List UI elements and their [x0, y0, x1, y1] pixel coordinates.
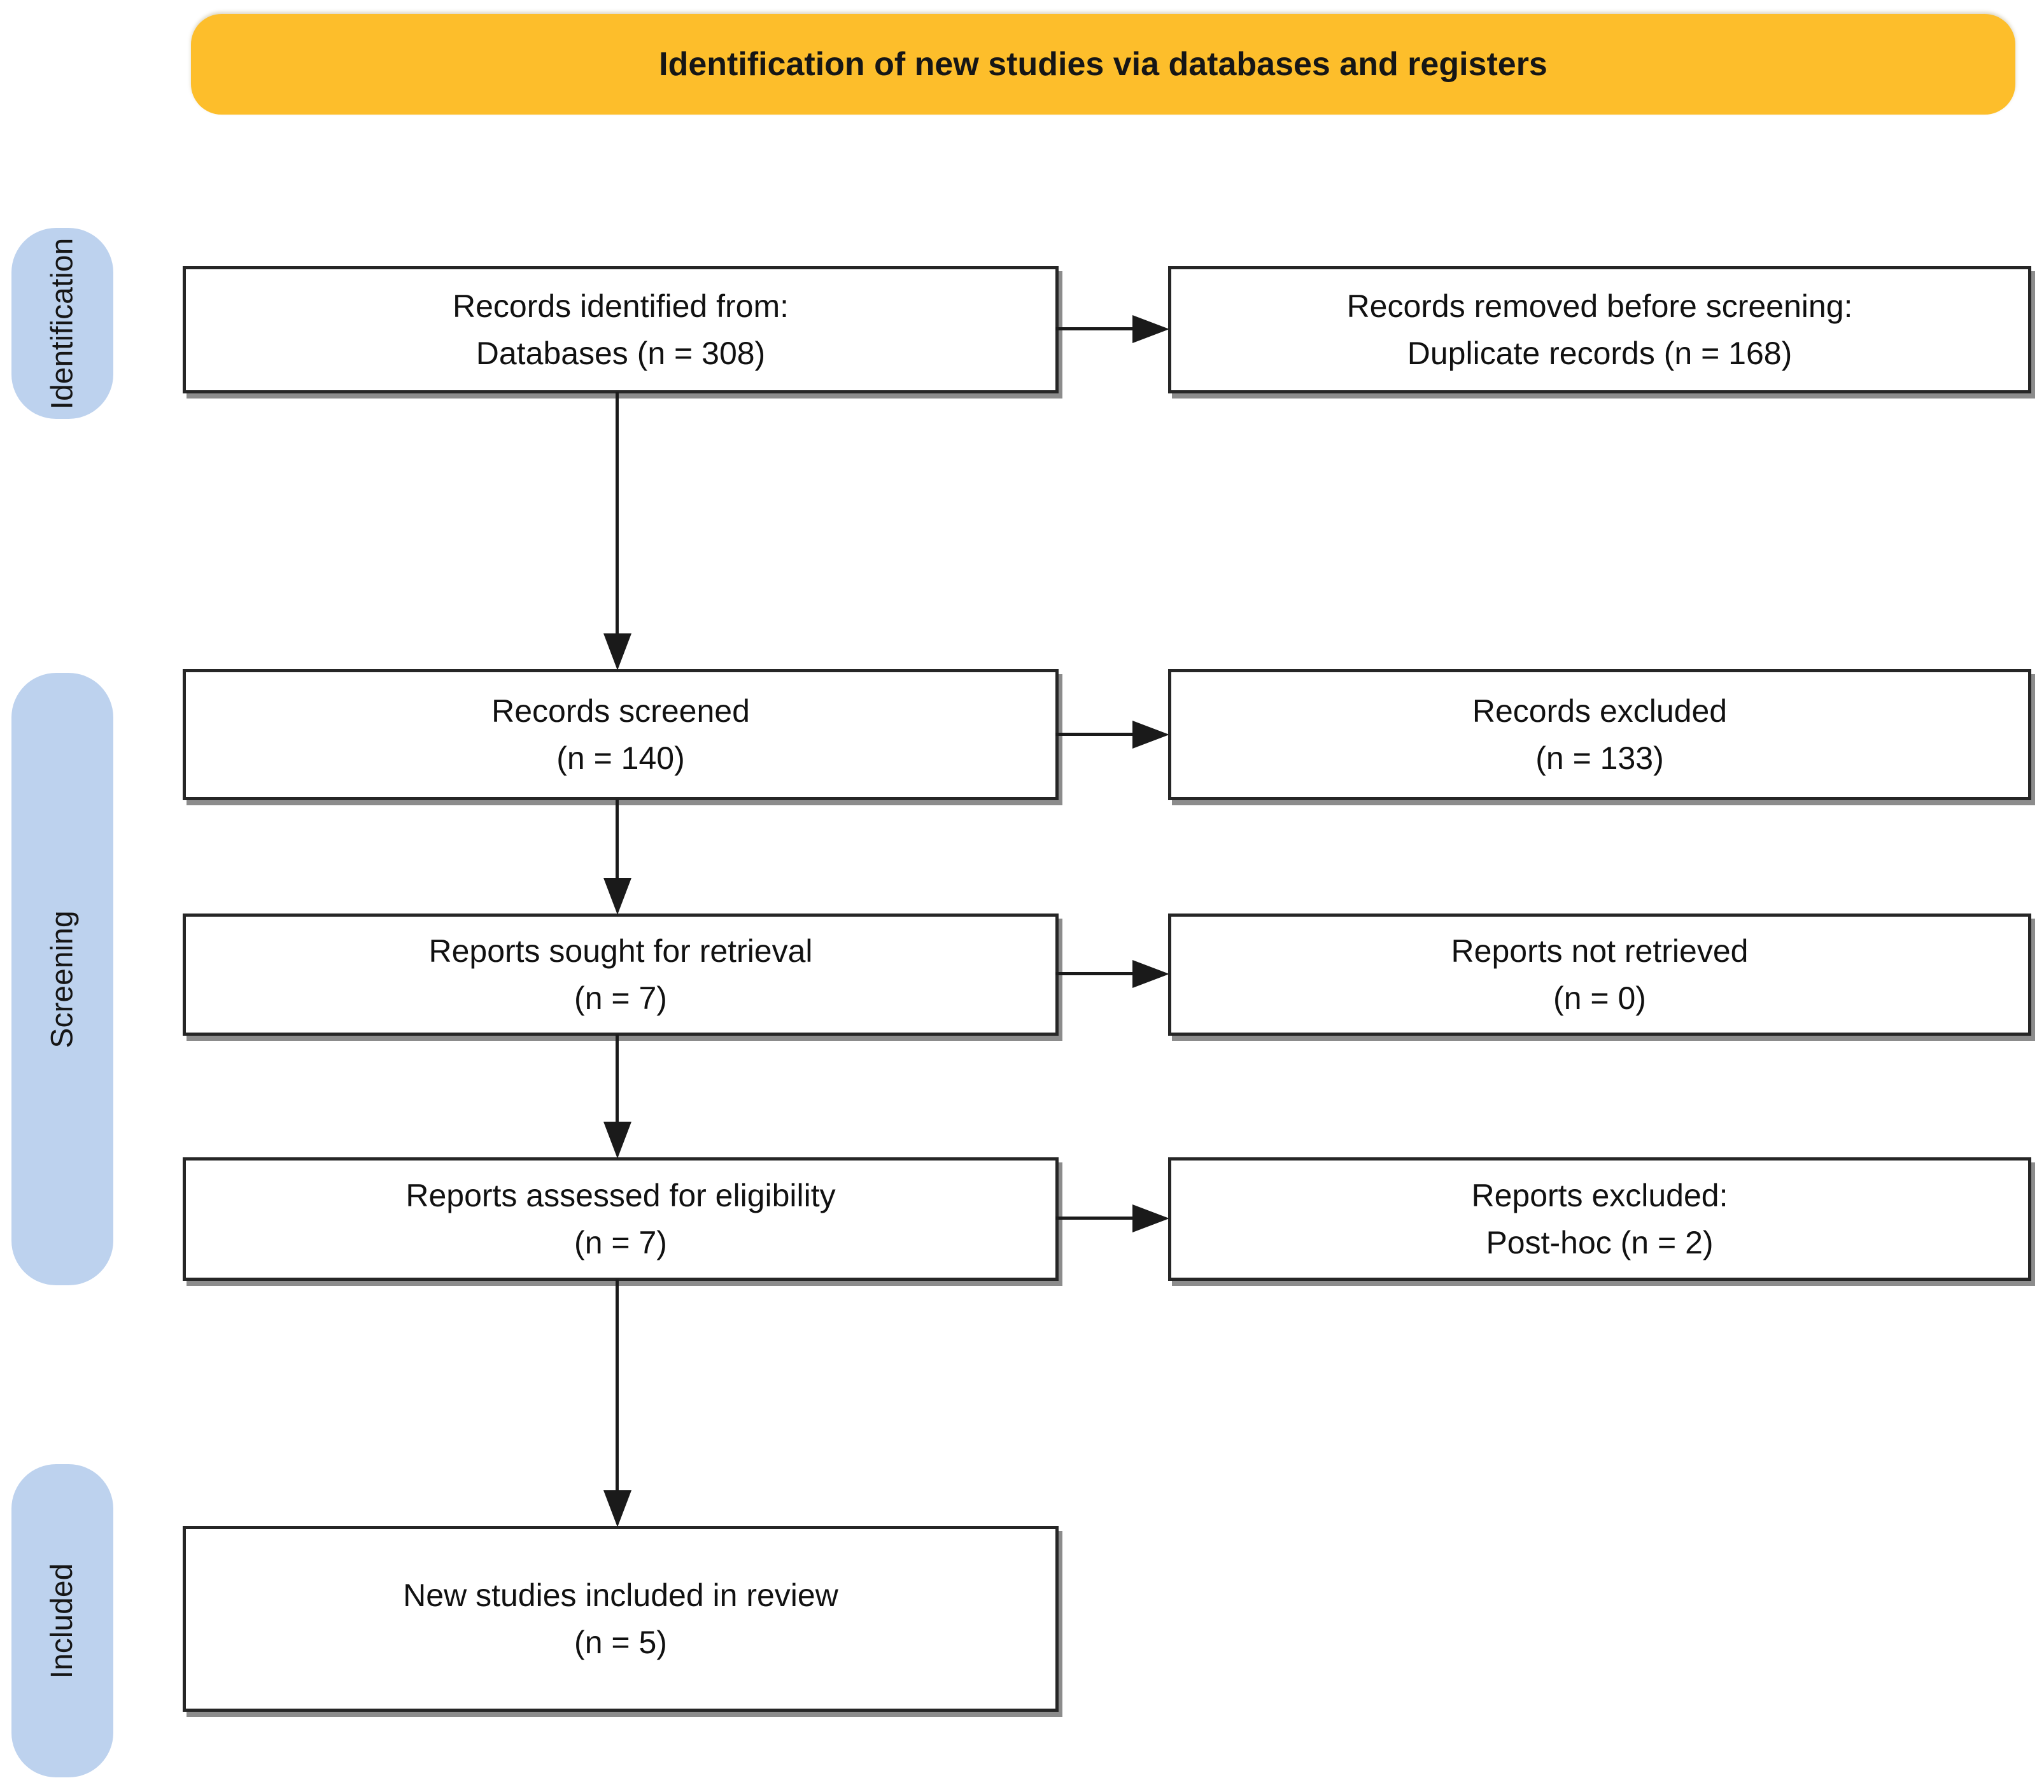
arrow-line: [616, 1034, 619, 1122]
box-reports-assessed-line1: Reports assessed for eligibility: [405, 1178, 836, 1213]
box-reports-sought-line1: Reports sought for retrieval: [428, 933, 813, 969]
box-records-removed: Records removed before screening: Duplic…: [1168, 266, 2031, 393]
box-records-excluded-line1: Records excluded: [1472, 693, 1728, 729]
box-reports-excluded: Reports excluded: Post-hoc (n = 2): [1168, 1157, 2031, 1281]
arrow-line: [1055, 733, 1132, 736]
box-reports-sought-line2: (n = 7): [574, 980, 667, 1016]
arrow-line: [616, 392, 619, 633]
box-reports-excluded-line2: Post-hoc (n = 2): [1486, 1225, 1714, 1260]
arrowhead-right-icon: [1132, 960, 1169, 988]
stage-label-identification: Identification: [45, 237, 80, 409]
stage-pill-included: Included: [11, 1464, 113, 1777]
box-records-excluded: Records excluded (n = 133): [1168, 669, 2031, 800]
box-reports-not-retrieved-line2: (n = 0): [1553, 980, 1646, 1016]
arrowhead-right-icon: [1132, 1204, 1169, 1232]
arrowhead-down-icon: [603, 1490, 631, 1527]
box-reports-not-retrieved-line1: Reports not retrieved: [1451, 933, 1749, 969]
arrowhead-down-icon: [603, 878, 631, 915]
box-reports-excluded-line1: Reports excluded:: [1471, 1178, 1728, 1213]
box-new-studies-line2: (n = 5): [574, 1625, 667, 1660]
box-reports-assessed-line2: (n = 7): [574, 1225, 667, 1260]
arrow-line: [1055, 1217, 1132, 1220]
box-records-screened-line1: Records screened: [491, 693, 750, 729]
arrowhead-right-icon: [1132, 721, 1169, 749]
arrowhead-down-icon: [603, 1122, 631, 1159]
box-records-removed-line2: Duplicate records (n = 168): [1407, 335, 1793, 371]
box-records-screened: Records screened (n = 140): [183, 669, 1059, 800]
box-new-studies: New studies included in review (n = 5): [183, 1526, 1059, 1712]
arrow-line: [1055, 327, 1132, 330]
arrow-line: [616, 800, 619, 878]
box-records-identified: Records identified from: Databases (n = …: [183, 266, 1059, 393]
box-reports-assessed: Reports assessed for eligibility (n = 7): [183, 1157, 1059, 1281]
box-records-screened-line2: (n = 140): [556, 740, 685, 776]
arrow-line: [1055, 972, 1132, 975]
box-records-removed-line1: Records removed before screening:: [1346, 288, 1853, 324]
stage-label-included: Included: [45, 1563, 80, 1679]
box-new-studies-line1: New studies included in review: [403, 1577, 838, 1613]
box-reports-not-retrieved: Reports not retrieved (n = 0): [1168, 914, 2031, 1036]
stage-pill-screening: Screening: [11, 673, 113, 1285]
box-records-excluded-line2: (n = 133): [1535, 740, 1664, 776]
box-records-identified-line2: Databases (n = 308): [476, 335, 766, 371]
box-reports-sought: Reports sought for retrieval (n = 7): [183, 914, 1059, 1036]
box-records-identified-line1: Records identified from:: [452, 288, 789, 324]
stage-label-screening: Screening: [45, 910, 80, 1048]
arrow-line: [616, 1280, 619, 1490]
arrowhead-down-icon: [603, 633, 631, 670]
banner-title: Identification of new studies via databa…: [191, 14, 2015, 115]
stage-pill-identification: Identification: [11, 228, 113, 419]
arrowhead-right-icon: [1132, 315, 1169, 343]
